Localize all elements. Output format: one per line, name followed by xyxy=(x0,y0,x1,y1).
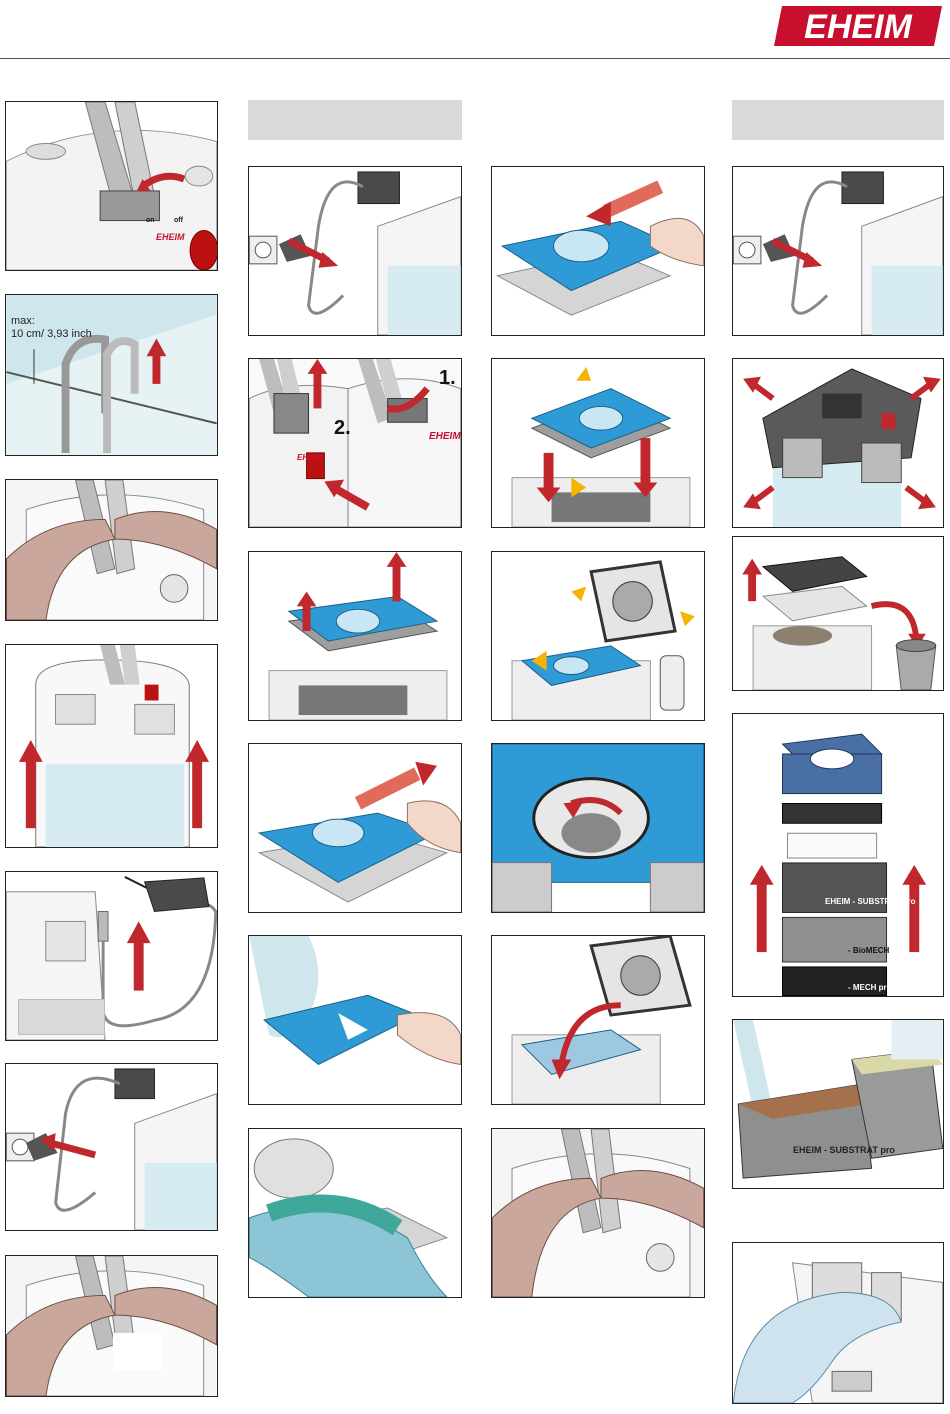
panel-col3-3 xyxy=(491,551,705,721)
max-label-line2: 10 cm/ 3,93 inch xyxy=(11,328,92,340)
panel-col1-2: max: 10 cm/ 3,93 inch xyxy=(5,294,218,456)
panel-col1-7 xyxy=(5,1255,218,1397)
panel-col1-4 xyxy=(5,644,218,848)
cartridge-substrat-label: EHEIM - SUBSTRAT pro xyxy=(825,897,916,906)
panel-col3-4 xyxy=(491,743,705,913)
step-1-label: 1. xyxy=(439,367,456,390)
panel-col1-5 xyxy=(5,871,218,1041)
cartridge-mech-label: - MECH pro xyxy=(848,983,892,992)
panel-col4-4: EHEIM - SUBSTRAT pro - BioMECH - MECH pr… xyxy=(732,713,944,997)
panel-col1-1: EHEIM on off xyxy=(5,101,218,271)
panel-col3-2 xyxy=(491,358,705,528)
device-brand-label: EHEIM xyxy=(156,232,185,242)
cartridge-substrat-label-2: EHEIM - SUBSTRAT pro xyxy=(793,1145,895,1155)
device-brand-label-3: EHEIM xyxy=(297,453,322,462)
panel-col4-2 xyxy=(732,358,944,528)
panel-col1-6 xyxy=(5,1063,218,1231)
header-rule xyxy=(0,58,950,59)
max-label-line1: max: xyxy=(11,315,35,327)
device-brand-label-2: EHEIM xyxy=(429,431,461,442)
logo-text: EHEIM xyxy=(804,8,912,46)
panel-col1-3 xyxy=(5,479,218,621)
switch-off-label: off xyxy=(174,217,183,224)
panel-col2-4 xyxy=(248,743,462,913)
panel-col3-1 xyxy=(491,166,705,336)
panel-col2-5 xyxy=(248,935,462,1105)
panel-col2-6 xyxy=(248,1128,462,1298)
panel-col3-5 xyxy=(491,935,705,1105)
panel-col2-2: 1. 2. EHEIM EHEIM xyxy=(248,358,462,528)
panel-col2-3 xyxy=(248,551,462,721)
cartridge-bio-label: - BioMECH xyxy=(848,946,889,955)
panel-col4-5: EHEIM - SUBSTRAT pro xyxy=(732,1019,944,1189)
caption-placeholder xyxy=(18,999,105,1035)
panel-col4-1 xyxy=(732,166,944,336)
panel-col2-1 xyxy=(248,166,462,336)
panel-col3-6 xyxy=(491,1128,705,1298)
step-2-label: 2. xyxy=(334,417,351,440)
column-4-header xyxy=(732,100,944,140)
column-2-header xyxy=(248,100,462,140)
panel-col4-3 xyxy=(732,536,944,691)
eheim-logo: EHEIM xyxy=(772,4,944,48)
panel-col4-6 xyxy=(732,1242,944,1404)
switch-on-label: on xyxy=(146,217,155,224)
